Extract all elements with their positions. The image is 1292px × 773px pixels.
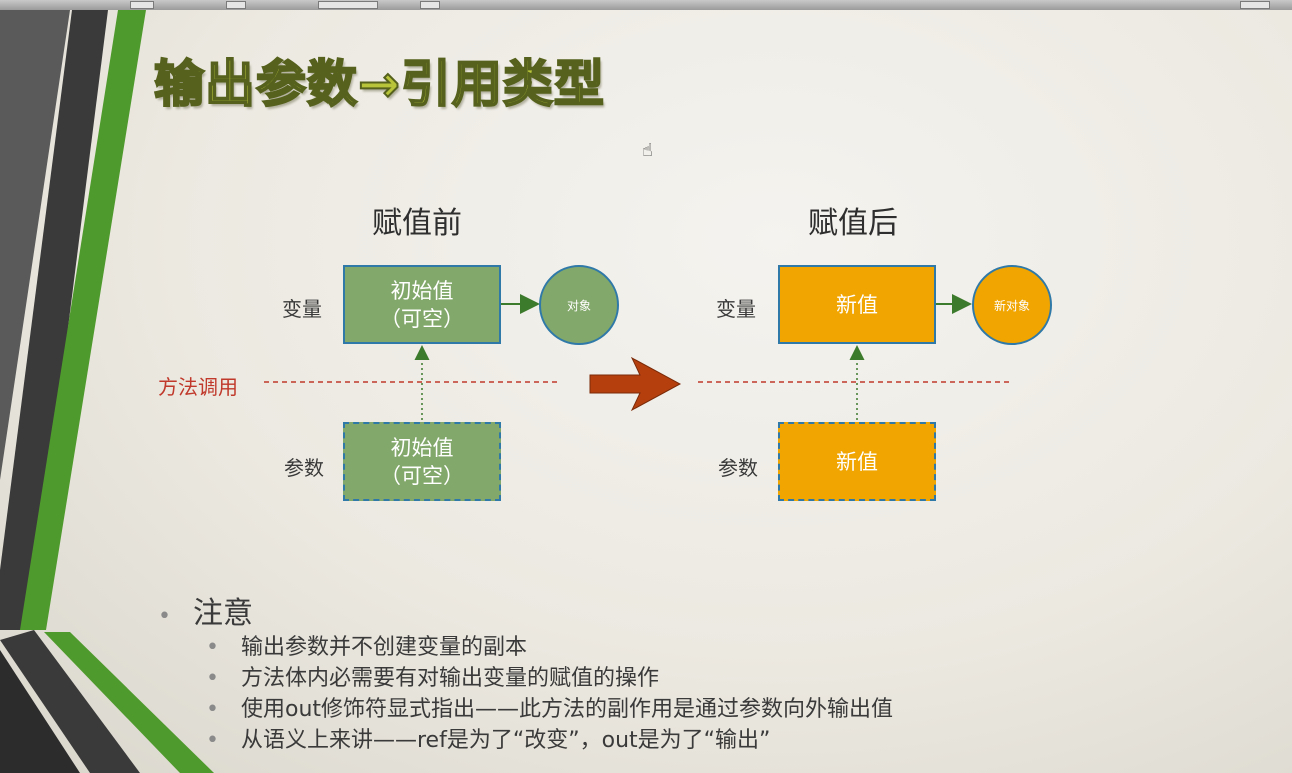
before-heading: 赋值前 — [372, 206, 462, 241]
after-param-label: 参数 — [718, 456, 758, 480]
before-param-box-line1: 初始值 — [390, 435, 454, 460]
after-object-circle: 新对象 — [972, 265, 1052, 345]
decorative-stripes — [0, 10, 214, 773]
after-object-label: 新对象 — [993, 298, 1030, 313]
stripe-dark-bottom — [0, 630, 140, 773]
after-heading: 赋值后 — [808, 206, 898, 241]
bullet-dot: • — [158, 604, 171, 629]
after-variable-label: 变量 — [716, 297, 756, 321]
hand-cursor-icon: ☝ — [642, 140, 653, 161]
bullet-dot: • — [206, 728, 219, 753]
note-item: • 使用out修饰符显式指出——此方法的副作用是通过参数向外输出值 — [206, 691, 893, 723]
stripe-green — [20, 10, 146, 630]
note-item-text: 输出参数并不创建变量的副本 — [240, 635, 527, 660]
method-call-label: 方法调用 — [158, 375, 238, 399]
stripe-dark — [0, 10, 108, 630]
before-param-label: 参数 — [284, 456, 324, 480]
toolbar-button[interactable] — [420, 1, 440, 9]
after-param-box: 新值 — [778, 422, 936, 501]
note-item-text: 方法体内必需要有对输出变量的赋值的操作 — [240, 666, 659, 691]
before-object-label: 对象 — [566, 298, 591, 313]
toolbar-button[interactable] — [1240, 1, 1270, 9]
bullet-dot: • — [206, 666, 219, 691]
after-param-box-label: 新值 — [836, 449, 878, 474]
diagram-connectors — [264, 294, 1012, 420]
stripe-corner — [0, 650, 80, 773]
note-item-text: 使用out修饰符显式指出——此方法的副作用是通过参数向外输出值 — [240, 697, 894, 722]
before-param-box: 初始值 （可空） — [343, 422, 501, 501]
note-item: • 从语义上来讲——ref是为了“改变”，out是为了“输出” — [206, 722, 770, 754]
slide-canvas: 输出参数→引用类型 ☝ 赋值前 赋值后 变量 参数 变量 参数 方法调用 初始值… — [0, 10, 1292, 773]
bullet-dot: • — [206, 697, 219, 722]
note-item-text: 从语义上来讲——ref是为了“改变”，out是为了“输出” — [240, 728, 771, 753]
before-variable-box-line2: （可空） — [380, 306, 464, 331]
toolbar-button[interactable] — [226, 1, 246, 9]
bullet-dot: • — [206, 635, 219, 660]
note-item: • 方法体内必需要有对输出变量的赋值的操作 — [206, 660, 659, 692]
before-variable-box-line1: 初始值 — [390, 278, 454, 303]
before-object-circle: 对象 — [539, 265, 619, 345]
right-arrow-icon — [589, 356, 682, 412]
stripe-gray-top — [0, 10, 70, 480]
before-variable-label: 变量 — [282, 297, 322, 321]
note-item: • 输出参数并不创建变量的副本 — [206, 629, 527, 661]
notes-heading: 注意 — [192, 596, 253, 631]
before-param-box-line2: （可空） — [380, 463, 464, 488]
slide-title: 输出参数→引用类型 — [153, 54, 605, 114]
before-variable-box: 初始值 （可空） — [343, 265, 501, 344]
notes-heading-bullet: • 注意 — [158, 588, 253, 632]
stripe-green-bottom — [44, 632, 214, 773]
toolbar-zoom-field[interactable] — [318, 1, 378, 9]
toolbar-button[interactable] — [130, 1, 154, 9]
after-variable-box: 新值 — [778, 265, 936, 344]
after-variable-box-label: 新值 — [836, 292, 878, 317]
